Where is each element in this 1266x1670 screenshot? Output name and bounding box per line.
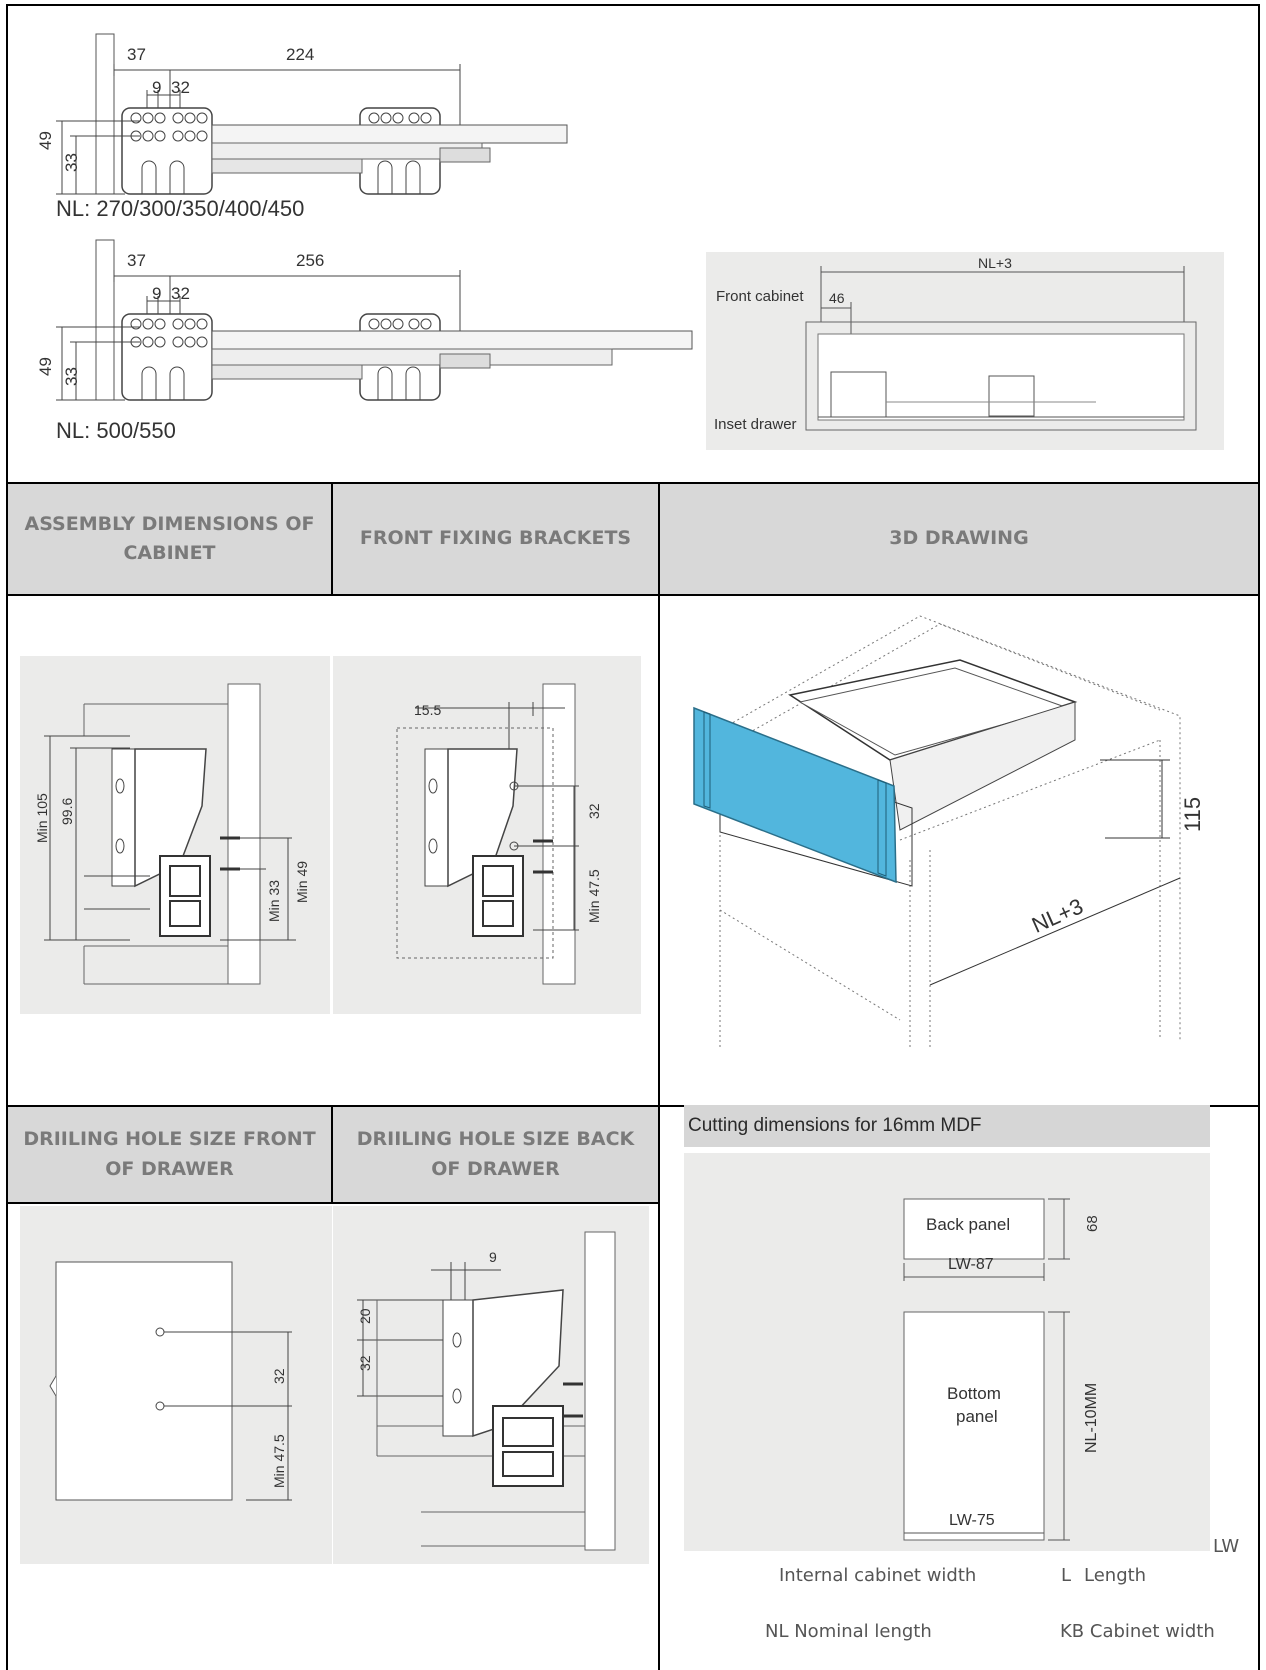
drill-back-diagram-panel [333,1206,649,1564]
cutting-back-panel: Back panel [926,1215,1011,1234]
legend-internal-width: Internal cabinet width [779,1565,977,1586]
cutting-dim-68: 68 [1084,1215,1101,1232]
legend-kb-width: KB Cabinet width [1060,1621,1215,1642]
legend-lw: LW [1213,1536,1240,1557]
dim-37-top: 37 [127,45,146,64]
row-divider-2 [6,594,1260,596]
assembly-min33: Min 33 [266,879,282,922]
nl-label-bottom: NL: 500/550 [56,418,176,443]
header-assembly: ASSEMBLY DIMENSIONS OF CABINET [8,484,331,594]
row-divider-1 [6,482,1260,484]
front-fixing-15-5: 15.5 [414,702,442,718]
header-front-fixing: FRONT FIXING BRACKETS [333,484,658,594]
dim-49-top: 49 [36,131,55,150]
dim-256: 256 [296,251,325,270]
legend-l: L [1061,1565,1072,1586]
drawer-front-panel [693,706,897,884]
drill-front-svg [49,1261,292,1501]
drawing-3d-panel [693,610,1220,1050]
dim-32-bottom: 32 [171,284,190,303]
drill-back-svg [357,1231,616,1551]
assembly-min105: Min 105 [34,793,50,843]
col-divider-left-a [331,482,333,595]
cutting-svg [903,1198,1070,1541]
header-3d-drawing: 3D DRAWING [660,484,1258,594]
cutting-bottom-1: Bottom [947,1384,1001,1403]
drill-front-32: 32 [271,1368,287,1384]
inset-drawer-label: Inset drawer [714,416,797,433]
cutting-title-bar: Cutting dimensions for 16mm MDF [684,1105,1210,1147]
inset-drawer-svg [805,266,1197,431]
drill-front-diagram-panel [20,1206,332,1564]
front-fixing-diagram-panel [333,656,641,1014]
drawing-3d-svg [693,615,1181,1050]
col-divider-left-b [331,1105,333,1203]
front-fixing-min47-5: Min 47.5 [586,869,602,923]
dim-9-top: 9 [152,78,162,97]
inset-dim-46: 46 [829,290,845,306]
dim-37-bottom: 37 [127,251,146,270]
dim-32-top: 32 [171,78,190,97]
dim-9-bottom: 9 [152,284,162,303]
inset-nl-plus: NL+3 [978,255,1012,271]
legend-nl-nominal: NL Nominal length [765,1621,932,1642]
dim-49-bottom: 49 [36,357,55,376]
assembly-99-6: 99.6 [59,797,75,825]
drill-back-20: 20 [357,1308,373,1324]
dim-33-top: 33 [62,153,81,172]
border-top [8,4,1258,6]
dim-224: 224 [286,45,315,64]
cutting-lw87: LW-87 [948,1256,994,1273]
front-fixing-svg [396,683,579,985]
header-drill-back: DRIILING HOLE SIZE BACK OF DRAWER [333,1107,658,1202]
legend-length: Length [1084,1565,1147,1586]
border-left [6,4,8,1670]
nl-label-top: NL: 270/300/350/400/450 [56,196,305,221]
slide-top-svg [56,33,568,195]
inset-front-cabinet: Front cabinet [716,288,804,305]
slide-bottom-svg [56,239,693,401]
assembly-svg [44,683,296,985]
slide-diagram-bottom [30,238,710,418]
cutting-lw75: LW-75 [949,1512,995,1529]
drill-front-min47-5: Min 47.5 [271,1434,287,1488]
drill-back-9: 9 [489,1249,497,1265]
slide-diagram-top [30,30,670,230]
drawing-3d-115: 115 [1180,796,1205,832]
assembly-min49: Min 49 [294,860,310,903]
header-drill-front: DRIILING HOLE SIZE FRONT OF DRAWER [8,1107,331,1202]
cutting-diagram-panel [684,1153,1210,1551]
front-fixing-32: 32 [586,803,602,819]
row-divider-3 [6,1105,1260,1107]
drill-back-32: 32 [357,1355,373,1371]
dim-33-bottom: 33 [62,367,81,386]
border-right [1258,4,1260,1670]
row-divider-4 [6,1202,660,1204]
col-divider-mid [658,482,660,1670]
inset-drawer-panel [706,252,1224,450]
assembly-diagram-panel [20,656,330,1014]
cutting-nl10: NL-10MM [1083,1382,1100,1453]
cutting-title: Cutting dimensions for 16mm MDF [688,1115,982,1136]
cutting-bottom-2: panel [956,1407,998,1426]
